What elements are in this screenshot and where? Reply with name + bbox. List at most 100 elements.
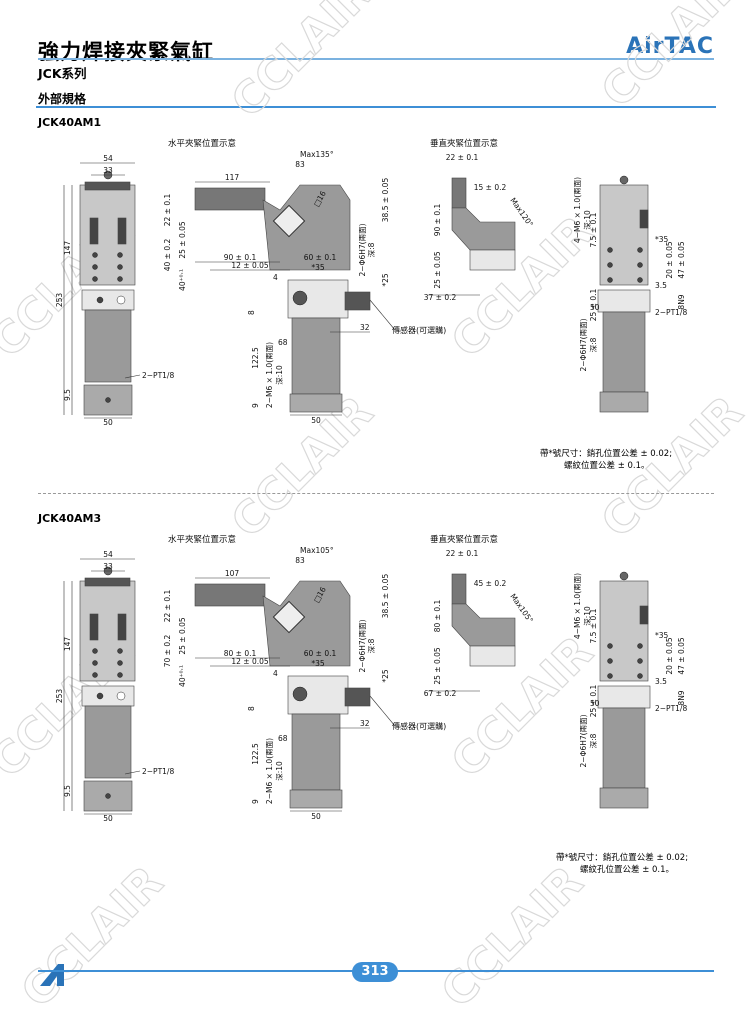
- vertical-arm: [451, 177, 467, 209]
- dimension-label: 68: [278, 734, 288, 743]
- hole: [117, 660, 123, 666]
- tolerance-note-1: 帶*號尺寸：銷孔位置公差 ± 0.02; 螺紋位置公差 ± 0.1。: [540, 448, 672, 472]
- dimension-label: 38.5 ± 0.05: [381, 574, 390, 619]
- hole: [607, 277, 613, 283]
- dimension-label: 12 ± 0.05: [231, 261, 269, 270]
- dimension-label: 7.5 ± 0.1: [589, 608, 598, 643]
- vertical-base: [469, 645, 516, 667]
- tolerance-note-2: 帶*號尺寸：銷孔位置公差 ± 0.02; 螺紋孔位置公差 ± 0.1。: [556, 852, 688, 876]
- hole: [607, 262, 613, 268]
- dimension-label: 7.5 ± 0.1: [589, 212, 598, 247]
- clamp-block: [272, 600, 306, 634]
- dimension-label: 54: [103, 154, 113, 163]
- dimension-label: 33: [103, 166, 113, 175]
- dimension-label: *25: [381, 669, 390, 683]
- section-divider: [36, 106, 716, 108]
- dimension-label: 25 ± 0.05: [178, 221, 187, 259]
- dimension-label: 25 ± 0.05: [178, 617, 187, 655]
- dimension-label: 107: [225, 569, 240, 578]
- front-clamp: [89, 217, 99, 245]
- drawing-jck40am1: 水平夾緊位置示意垂直夾緊位置示意1472539.55433502−PT1/811…: [55, 138, 687, 427]
- hole: [92, 252, 98, 258]
- dimension-label: 12 ± 0.05: [231, 657, 269, 666]
- dimension-label: 9.5: [63, 785, 72, 797]
- dimension-label: 9.5: [63, 389, 72, 401]
- hole: [607, 643, 613, 649]
- dimension-label: Max135°: [300, 150, 334, 159]
- hole: [637, 247, 643, 253]
- hole: [116, 691, 126, 701]
- hole: [96, 296, 104, 304]
- dimension-label: 40 ± 0.2: [163, 239, 172, 272]
- section-title: 外部規格: [38, 92, 87, 106]
- hole: [117, 672, 123, 678]
- hole: [637, 277, 643, 283]
- front-clamp: [117, 613, 127, 641]
- dimension-label: 33: [103, 562, 113, 571]
- front-cap: [84, 181, 131, 191]
- dimension-label: 22 ± 0.1: [163, 590, 172, 623]
- dimension-label: 4−M6 × 1.0(兩面): [573, 177, 582, 243]
- dimension-label: 深:8: [367, 638, 376, 653]
- tolerance-note-line: 螺紋位置公差 ± 0.1。: [564, 461, 650, 471]
- vertical-base: [469, 249, 516, 271]
- dimension-label: 50: [103, 814, 113, 823]
- dimension-label: 37 ± 0.2: [424, 293, 457, 302]
- front-clamp: [89, 613, 99, 641]
- dimension-label: 50: [311, 812, 321, 821]
- dimension-label: 4−M6 × 1.0(兩面): [573, 573, 582, 639]
- dimension-label: 83: [295, 160, 305, 169]
- dimension-label: 深:10: [275, 761, 284, 781]
- dimension-label: 117: [225, 173, 240, 182]
- clamp-block: [272, 204, 306, 238]
- front-clamp: [117, 217, 127, 245]
- dimension-label: 40⁺⁰·¹: [178, 665, 187, 687]
- dimension-label: *35: [311, 659, 325, 668]
- tolerance-note-line: 帶*號尺寸：銷孔位置公差 ± 0.02;: [556, 853, 689, 863]
- dimension-label: 深:8: [589, 733, 598, 748]
- dimension-label: 2−PT1/8: [142, 767, 174, 776]
- dimension-label: 67 ± 0.2: [424, 689, 457, 698]
- dimension-label: 深:10: [275, 365, 284, 385]
- dimension-label: 深:8: [367, 242, 376, 257]
- dimension-label: 90 ± 0.1: [433, 204, 442, 237]
- side-cylinder: [291, 713, 341, 791]
- hole: [105, 793, 111, 799]
- series-label: JCK系列: [38, 66, 87, 81]
- dimension-label: *25: [381, 273, 390, 287]
- vertical-arm: [451, 573, 467, 605]
- rear-cylinder: [602, 311, 646, 393]
- side-cylinder: [291, 317, 341, 395]
- dimension-line: [124, 770, 141, 775]
- drawing-jck40am3: 水平夾緊位置示意垂直夾緊位置示意1472539.55433502−PT1/810…: [55, 534, 687, 823]
- rear-clamp: [639, 605, 649, 625]
- block-separator: [38, 493, 714, 494]
- caption-horizontal: 水平夾緊位置示意: [168, 534, 236, 545]
- dimension-label: 83: [295, 556, 305, 565]
- dimension-label: 147: [63, 241, 72, 256]
- rear-upper-body: [599, 580, 649, 682]
- dimension-label: 22 ± 0.1: [163, 194, 172, 227]
- side-base: [289, 789, 343, 809]
- watermark-text: CCLAIR: [592, 0, 750, 118]
- vertical-head: [451, 603, 516, 647]
- hole: [117, 276, 123, 282]
- watermark-text: CCLAIR: [432, 857, 593, 1018]
- dimension-label: 22 ± 0.1: [446, 153, 479, 162]
- dimension-label: 8N9: [677, 294, 686, 309]
- front-cylinder: [84, 705, 132, 779]
- dimension-label: 深:8: [589, 337, 598, 352]
- dimension-label: *35: [655, 235, 669, 244]
- dimension-label: 2−M6 × 1.0(兩面): [265, 342, 274, 408]
- dimension-label: 54: [103, 550, 113, 559]
- front-upper-body: [79, 184, 136, 286]
- dimension-label: 2−Φ6H7(兩面): [579, 714, 588, 767]
- hole: [105, 397, 111, 403]
- dimension-label: 3.5: [655, 281, 667, 290]
- dimension-label: 68: [278, 338, 288, 347]
- front-cap: [84, 577, 131, 587]
- hole: [116, 295, 126, 305]
- hole: [92, 648, 98, 654]
- caption-vertical: 垂直夾緊位置示意: [430, 138, 498, 149]
- hole: [96, 692, 104, 700]
